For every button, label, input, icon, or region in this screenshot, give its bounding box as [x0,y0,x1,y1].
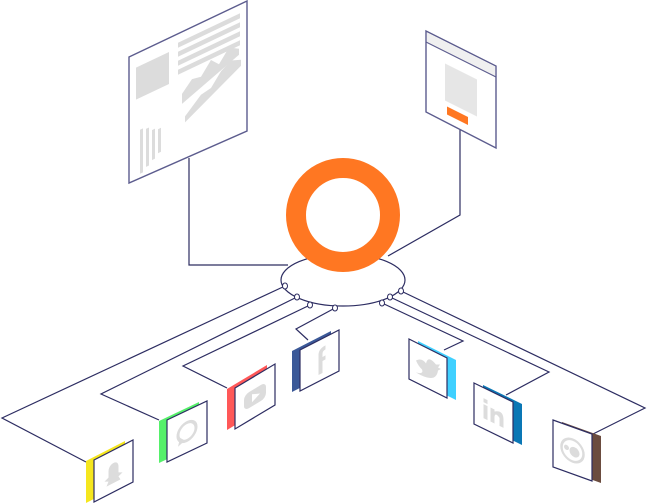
channel-card-linkedin [473,382,522,445]
whatsapp-card [166,400,208,463]
connector-youtube [181,304,311,389]
mailchimp-icon [560,437,585,464]
whatsapp-icon [176,419,198,447]
connector-mailchimp [400,290,647,436]
channel-card-youtube [227,362,276,431]
connector-linkedin [389,296,551,396]
connector-dashboard [188,158,288,266]
connector-landing-page [387,130,461,257]
connector-nodes [282,282,404,312]
channel-card-mailchimp [552,419,601,483]
channel-card-whatsapp [159,400,208,463]
orange-ring-logo [286,158,400,272]
connector-snapchat [0,285,286,463]
connector-twitter [381,302,465,351]
dashboard-icon [136,13,241,174]
dashboard-panel [128,0,248,185]
webpage-icon [426,32,496,125]
twitter-icon [416,359,441,378]
landing-page-panel [425,29,497,150]
cta-button [447,106,468,125]
connector-facebook [294,307,336,341]
channel-card-snapchat [86,439,134,503]
linkedin-icon [483,398,504,428]
snapchat-icon [104,462,123,487]
youtube-icon [244,384,266,409]
channel-card-twitter [408,338,456,400]
connector-whatsapp [99,296,298,421]
channel-card-facebook [292,329,340,392]
facebook-icon [318,345,326,376]
